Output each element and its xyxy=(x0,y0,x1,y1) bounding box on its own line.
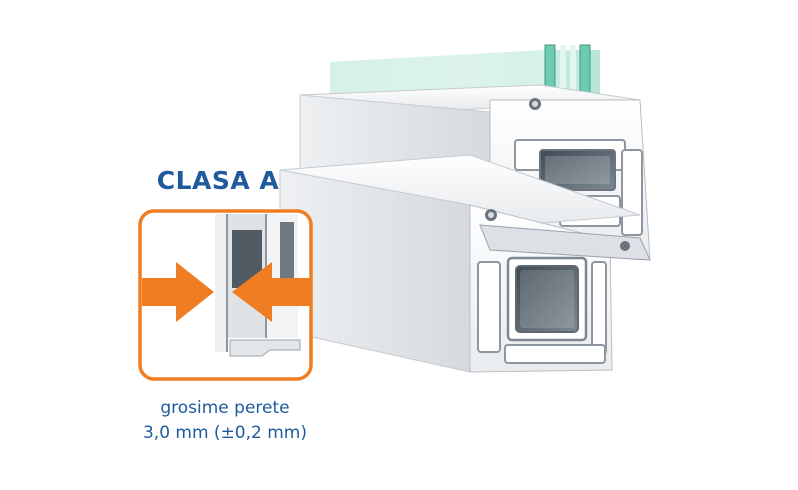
arrow-left-icon xyxy=(232,262,310,322)
caption-line-2: 3,0 mm (±0,2 mm) xyxy=(142,423,308,443)
caption-line-1: grosime perete xyxy=(160,398,290,418)
class-label: CLASA A xyxy=(156,166,280,195)
wall-thickness-callout xyxy=(138,209,313,381)
arrow-right-icon xyxy=(142,262,214,322)
frame-profile xyxy=(279,154,651,373)
zoomed-wall-section xyxy=(215,214,301,357)
